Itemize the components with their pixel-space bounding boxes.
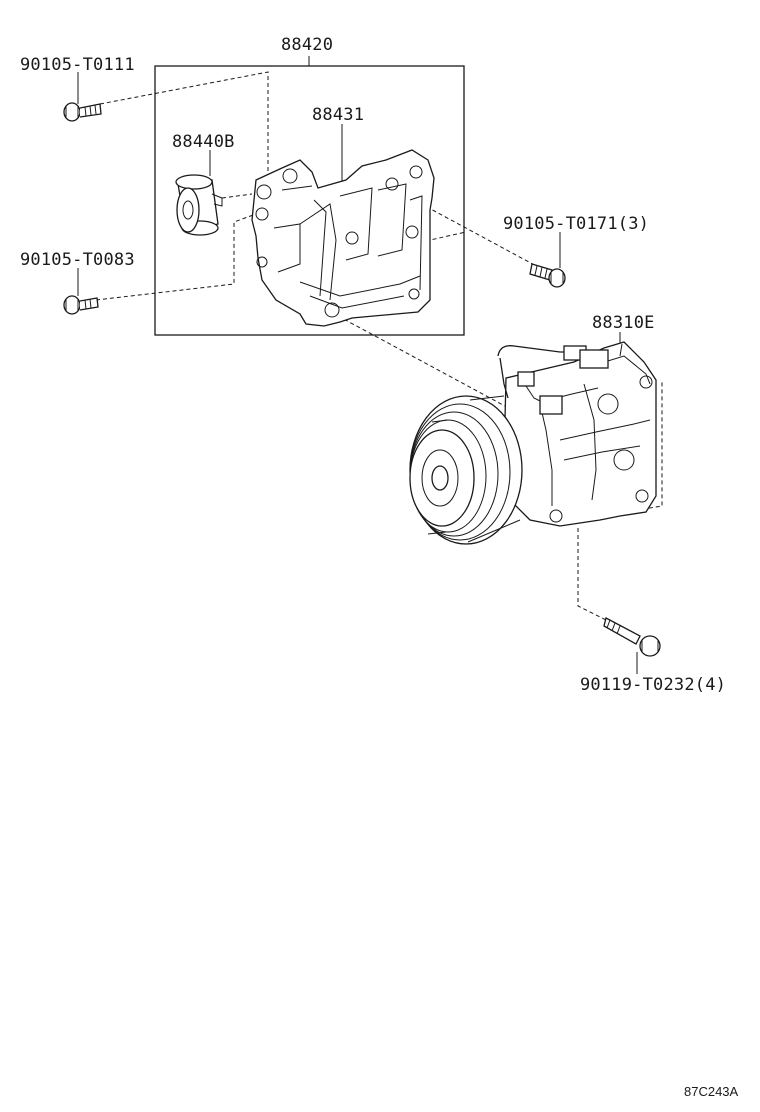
label-90105-T0111: 90105-T0111 <box>20 55 135 75</box>
label-88431: 88431 <box>312 105 365 125</box>
label-90105-T0171: 90105-T0171(3) <box>503 214 650 234</box>
bolt-mid-left-icon <box>63 295 99 315</box>
diagram-code: 87C243A <box>684 1084 739 1099</box>
dashed-guides <box>95 71 663 621</box>
compressor-icon <box>409 341 657 545</box>
bolt-right-icon <box>529 263 566 288</box>
label-90119-T0232: 90119-T0232(4) <box>580 675 727 695</box>
idler-pulley-icon <box>175 174 223 236</box>
label-88310E: 88310E <box>592 313 655 333</box>
label-88440B: 88440B <box>172 132 235 152</box>
compressor-bolt-icon <box>603 617 661 657</box>
bracket-icon <box>251 149 435 327</box>
bolt-top-left-icon <box>63 102 102 122</box>
label-88420: 88420 <box>281 35 334 55</box>
label-90105-T0083: 90105-T0083 <box>20 250 135 270</box>
